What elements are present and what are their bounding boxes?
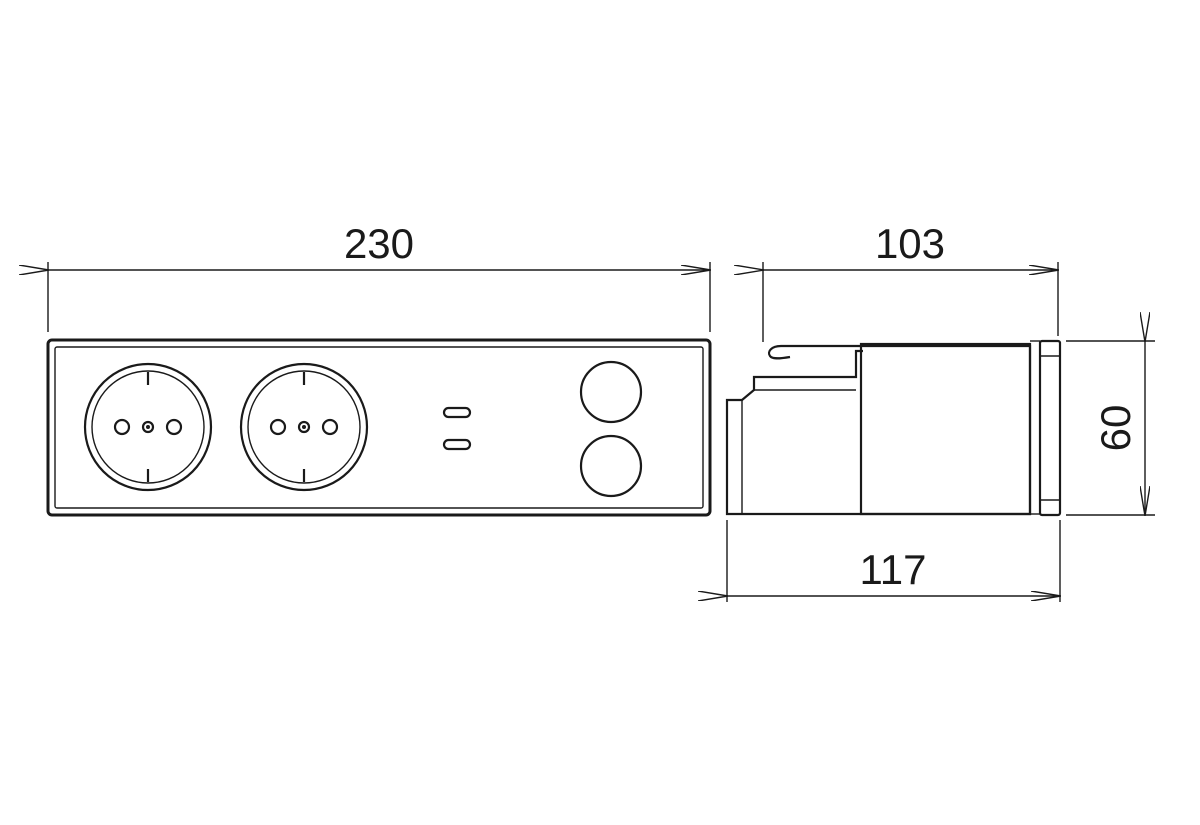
side-view: [725, 339, 1062, 517]
front-body-inner-outline: [54, 346, 704, 509]
usb-port-top: [442, 406, 472, 419]
dimension-label-117: 117: [860, 546, 927, 593]
dimension-side-bottom-depth: 117: [727, 520, 1060, 602]
front-view: [46, 338, 712, 517]
round-button-top: [579, 360, 643, 424]
dimension-label-103: 103: [875, 220, 945, 267]
dimension-side-top-depth: 103: [763, 220, 1058, 342]
usb-port-bottom: [442, 438, 472, 451]
dimension-label-60: 60: [1092, 405, 1139, 452]
dimension-front-width: 230: [48, 220, 710, 332]
round-button-bottom: [579, 434, 643, 498]
socket-right: [239, 362, 369, 492]
front-body-outline: [46, 338, 712, 517]
dimension-height: 60: [1066, 341, 1155, 515]
side-step-detail: [741, 389, 856, 514]
dimension-label-230: 230: [344, 220, 414, 267]
side-hook: [767, 344, 791, 360]
side-front-panel: [859, 342, 1032, 516]
socket-left: [83, 362, 213, 492]
side-end-cap: [1038, 339, 1062, 517]
side-housing-profile: [725, 344, 1032, 516]
